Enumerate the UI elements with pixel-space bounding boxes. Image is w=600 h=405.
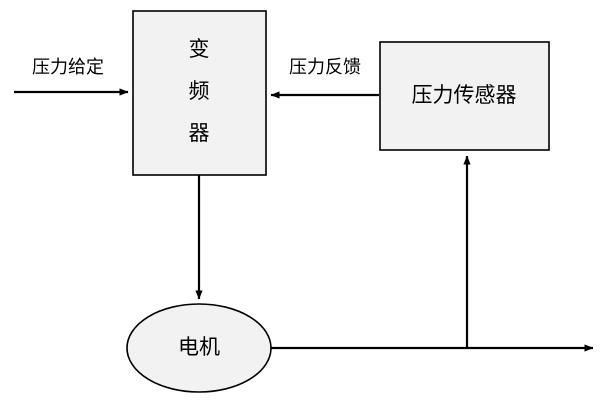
edge-label-pressure-setpoint: 压力给定 xyxy=(32,57,104,78)
node-inverter-label-line-2: 频 xyxy=(189,79,210,103)
node-inverter-label-line-1: 变 xyxy=(189,37,210,61)
node-inverter-label-line-3: 器 xyxy=(189,121,210,145)
node-motor-label: 电机 xyxy=(178,335,220,359)
node-pressure-sensor xyxy=(379,41,550,151)
node-inverter xyxy=(132,10,267,176)
edge-label-pressure-feedback: 压力反馈 xyxy=(289,57,361,78)
node-pressure-sensor-label: 压力传感器 xyxy=(412,83,517,107)
